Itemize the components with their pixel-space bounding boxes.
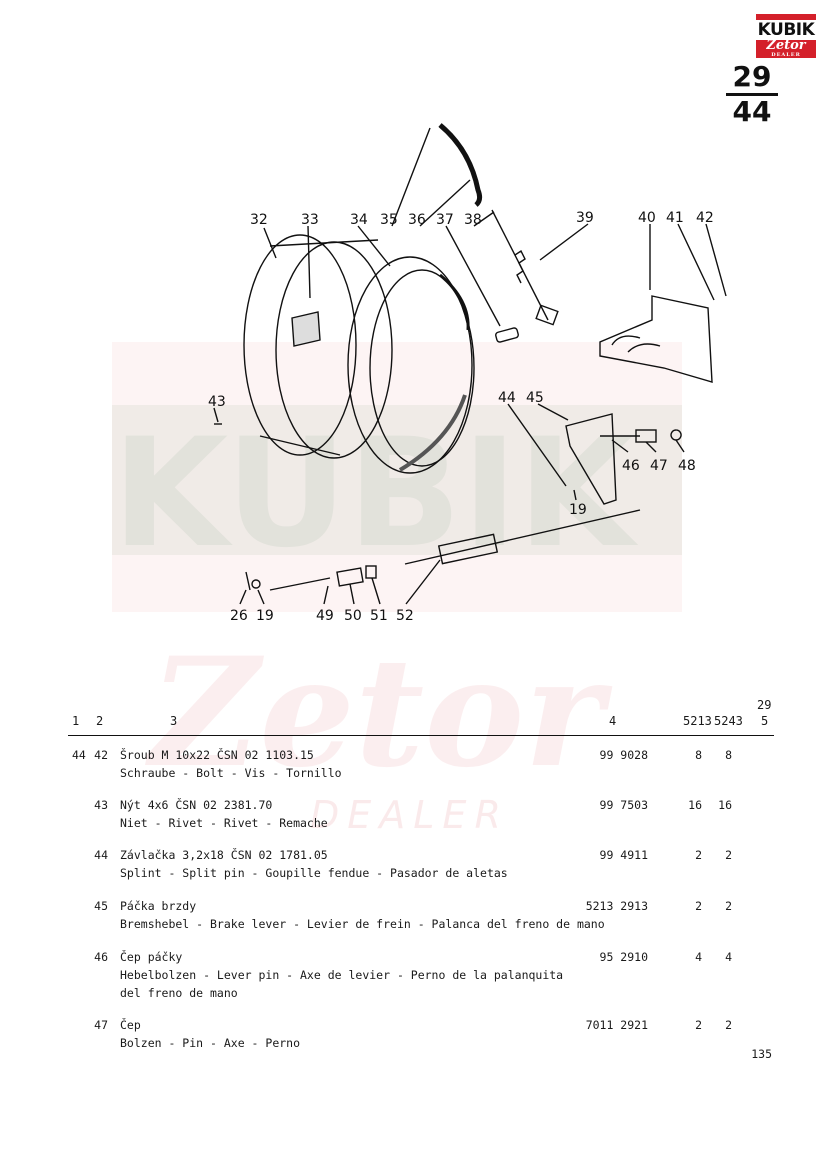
callout-38: 38: [464, 212, 482, 228]
qty-5243: 8: [725, 748, 732, 762]
col-header-1: 1: [72, 714, 80, 728]
position-number: 46: [94, 950, 108, 964]
table-corner-label: 29: [757, 698, 772, 712]
group-number: 44: [72, 748, 86, 762]
callout-33: 33: [301, 212, 319, 228]
diagram-callouts: 32 33 34 35 36 37 38 39 40 41 42 43 44 4…: [208, 210, 714, 624]
page-number: 135: [751, 1047, 772, 1061]
callout-49: 49: [316, 608, 334, 624]
position-number: 47: [94, 1018, 108, 1032]
callout-34: 34: [350, 212, 368, 228]
part-number: 99 9028: [599, 748, 648, 762]
callout-48: 48: [678, 458, 696, 474]
qty-5213: 2: [695, 848, 702, 862]
qty-5213: 2: [695, 1018, 702, 1032]
qty-5243: 4: [725, 950, 732, 964]
callout-45: 45: [526, 390, 544, 406]
part-number: 95 2910: [599, 950, 648, 964]
qty-5213: 16: [688, 798, 702, 812]
table-header-rule: [68, 735, 774, 736]
qty-5243: 2: [725, 848, 732, 862]
col-header-5213: 5213: [683, 714, 712, 728]
position-number: 45: [94, 899, 108, 913]
callout-36: 36: [408, 212, 426, 228]
position-number: 43: [94, 798, 108, 812]
brake-drum-outer: [243, 234, 357, 456]
part-number: 99 4911: [599, 848, 648, 862]
qty-5243: 16: [718, 798, 732, 812]
callout-19-lever: 19: [569, 502, 587, 518]
brake-exploded-diagram: 32 33 34 35 36 37 38 39 40 41 42 43 44 4…: [208, 123, 727, 624]
brake-bracket: [599, 295, 713, 383]
col-header-4: 4: [609, 714, 617, 728]
logo-sub: Zetor DEALER: [756, 39, 816, 58]
kubik-zetor-logo: KUBIK Zetor DEALER: [756, 14, 816, 62]
brake-lever: [565, 413, 617, 505]
page-reference: 29 44: [726, 62, 778, 127]
qty-5213: 8: [695, 748, 702, 762]
position-number: 44: [94, 848, 108, 862]
qty-5213: 4: [695, 950, 702, 964]
callout-44: 44: [498, 390, 516, 406]
callout-50: 50: [344, 608, 362, 624]
callout-26: 26: [230, 608, 248, 624]
callout-35: 35: [380, 212, 398, 228]
part-number: 7011 2921: [585, 1018, 648, 1032]
qty-5243: 2: [725, 1018, 732, 1032]
callout-37: 37: [436, 212, 454, 228]
brake-band: [347, 256, 473, 474]
callout-40: 40: [638, 210, 656, 226]
col-header-3: 3: [170, 714, 178, 728]
pull-rod: [404, 509, 641, 565]
col-header-2: 2: [96, 714, 104, 728]
part-number: 5213 2913: [585, 899, 648, 913]
col-header-5: 5: [761, 714, 769, 728]
qty-5243: 2: [725, 899, 732, 913]
qty-5213: 2: [695, 899, 702, 913]
logo-word: KUBIK: [756, 20, 816, 40]
callout-43: 43: [208, 394, 226, 410]
callout-39: 39: [576, 210, 594, 226]
callout-51: 51: [370, 608, 388, 624]
page-ref-bottom: 44: [732, 95, 772, 128]
callout-42: 42: [696, 210, 714, 226]
page-ref-top: 29: [726, 62, 778, 96]
col-header-5243: 5243: [714, 714, 743, 728]
brake-drum-inner-edge: [275, 241, 393, 459]
callout-47: 47: [650, 458, 668, 474]
position-number: 42: [94, 748, 108, 762]
callout-41: 41: [666, 210, 684, 226]
part-number: 99 7503: [599, 798, 648, 812]
callout-52: 52: [396, 608, 414, 624]
callout-19: 19: [256, 608, 274, 624]
callout-46: 46: [622, 458, 640, 474]
callout-32: 32: [250, 212, 268, 228]
